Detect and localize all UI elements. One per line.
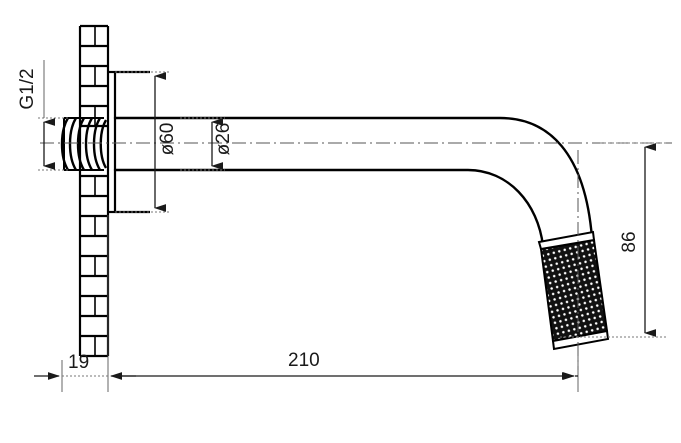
flange-escutcheon: [108, 70, 150, 214]
dimension-projection: [113, 345, 579, 392]
wall-section: [78, 24, 110, 358]
label-tube-diameter: ø26: [213, 122, 234, 156]
threaded-shank: [60, 117, 108, 171]
label-thread-g12: G1/2: [17, 68, 38, 110]
center-lines: [40, 142, 672, 370]
label-drop-height: 86: [619, 231, 640, 253]
dimension-drop-height: [560, 142, 668, 338]
dimension-thread-g12: [38, 60, 70, 171]
label-wall-thickness: 19: [68, 352, 90, 373]
label-projection: 210: [288, 350, 320, 371]
dimension-tube-diameter: [180, 117, 225, 171]
spout-body: [113, 116, 594, 248]
label-flange-diameter: ø60: [157, 122, 178, 156]
dimension-flange-diameter: [115, 71, 170, 213]
knurled-outlet-sleeve: [537, 230, 610, 351]
